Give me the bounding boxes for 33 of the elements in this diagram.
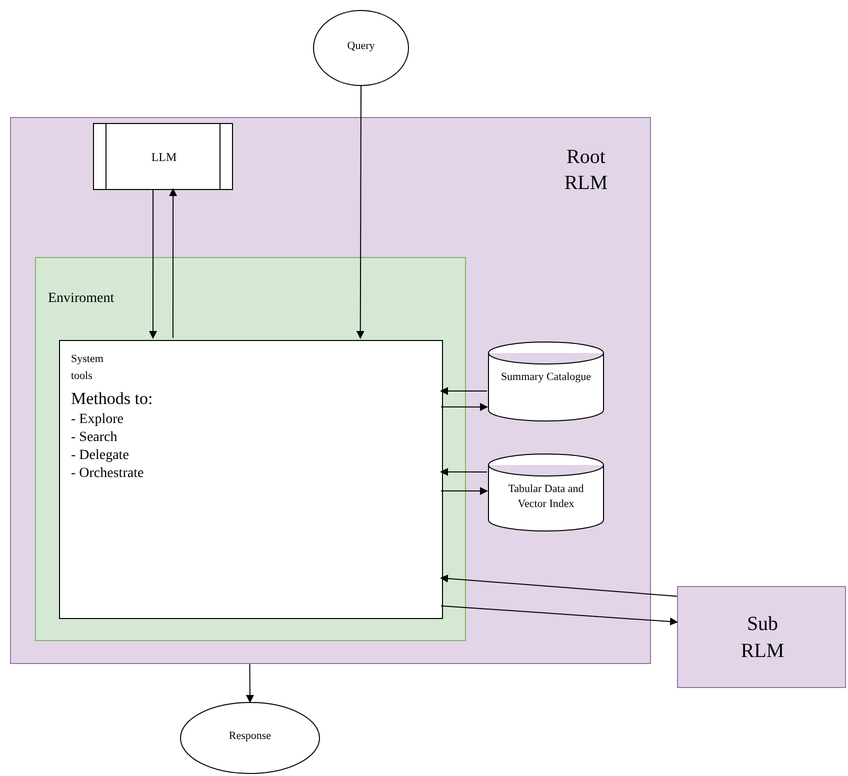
node-label: Tabular Data and Vector Index <box>507 482 585 512</box>
list-item: - Search <box>71 430 118 446</box>
process-box <box>677 586 846 688</box>
arrow <box>169 188 178 338</box>
arrow <box>356 86 364 339</box>
ellipse-node <box>313 10 409 86</box>
node-text: Methods to: <box>71 389 153 409</box>
ellipse-node <box>180 702 320 774</box>
list-item: - Delegate <box>71 448 129 464</box>
arrow <box>440 468 488 476</box>
container-title: Root RLM <box>563 145 609 196</box>
process-box <box>93 123 233 190</box>
node-label: Summary Catalogue <box>500 370 592 385</box>
container-panel <box>35 257 466 641</box>
arrow <box>440 574 678 597</box>
container-title: Enviroment <box>48 290 116 308</box>
node-label: LLM <box>150 150 178 164</box>
container-panel <box>10 117 651 664</box>
node-heading: System tools <box>71 352 104 384</box>
arrow <box>440 605 678 626</box>
arrow <box>246 664 254 703</box>
node-label: Sub RLM <box>740 612 786 664</box>
arrow <box>149 188 157 339</box>
arrow <box>440 402 488 411</box>
database-cylinder <box>488 342 604 421</box>
arrow <box>440 387 488 395</box>
process-box <box>59 340 443 619</box>
arrow <box>440 487 488 496</box>
node-label: Response <box>228 730 272 742</box>
database-cylinder <box>488 454 604 531</box>
list-item: - Orchestrate <box>71 466 144 482</box>
node-label: Query <box>346 40 376 52</box>
list-item: - Explore <box>71 412 124 428</box>
